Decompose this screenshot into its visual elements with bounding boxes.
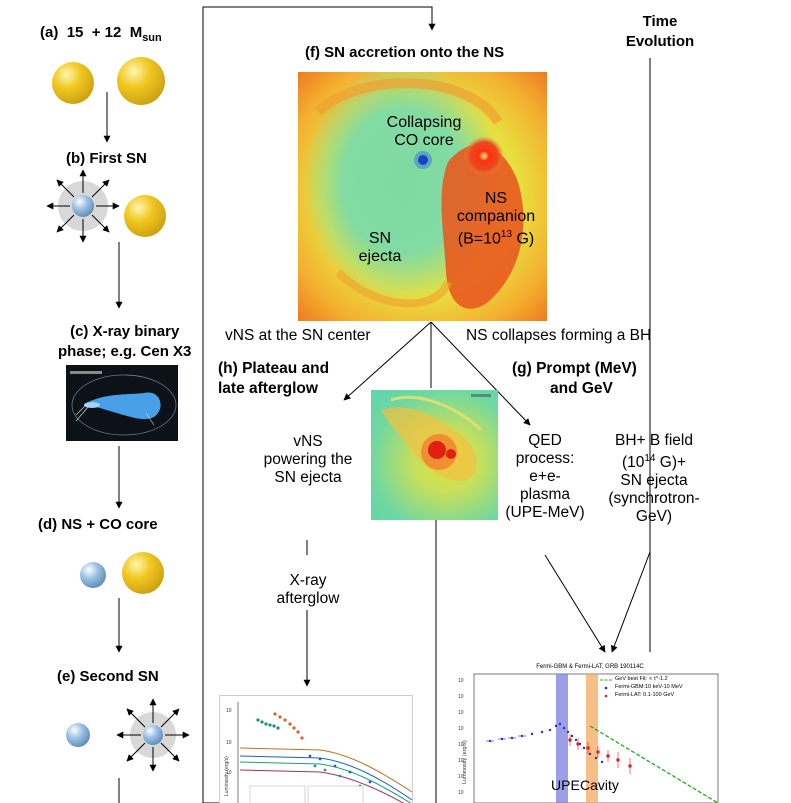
stage-a-label: (a) 15 + 12 Msun	[40, 24, 162, 44]
svg-text:10: 10	[458, 710, 464, 716]
neutron-star-e	[66, 723, 90, 747]
upe-band	[556, 674, 568, 803]
svg-text:10: 10	[226, 740, 232, 746]
cavity-label: Cavity	[580, 777, 619, 793]
sn-ejecta-label: SN ejecta	[358, 230, 402, 265]
svg-text:10: 10	[458, 694, 464, 700]
neutron-star-1	[72, 195, 94, 217]
explosion-arrows-1	[46, 169, 120, 243]
bh-formation-drawing	[381, 394, 491, 481]
grb-legend: GeV best Fit: ∝ t^-1.2 Fermi-GBM:10 keV-…	[615, 676, 683, 698]
svg-text:10: 10	[226, 708, 232, 714]
panel-f-title: (f) SN accretion onto the NS	[305, 44, 505, 61]
star-12msun	[117, 57, 165, 105]
afterglow-ylabel: Luminosity (erg/s)	[224, 756, 230, 796]
afterglow-plot: 10 10 10 Luminosity (erg/s)	[219, 695, 413, 803]
panel-g-title: (g) Prompt (MeV) and GeV	[512, 360, 637, 397]
star-15msun	[52, 62, 94, 104]
xray-binary-drawing	[70, 371, 177, 436]
stage-e-label: (e) Second SN	[57, 668, 159, 685]
explosion-arrows-2	[116, 698, 190, 772]
bh-formation-simulation	[371, 390, 498, 520]
svg-text:10: 10	[458, 790, 464, 796]
svg-text:10: 10	[458, 774, 464, 780]
svg-text:10: 10	[458, 726, 464, 732]
xray-binary-image	[66, 365, 178, 441]
co-core-label: Collapsing CO core	[386, 114, 462, 149]
vns-powering-label: vNS powering the SN ejecta	[263, 433, 353, 486]
neutron-star-2	[143, 725, 163, 745]
svg-text:10: 10	[458, 678, 464, 684]
branch-vns-label: vNS at the SN center	[225, 327, 371, 344]
stage-c-label: (c) X-ray binary phase; e.g. Cen X3	[58, 323, 192, 360]
stage-d-label: (d) NS + CO core	[38, 516, 158, 533]
ns-companion-label: NS companion (B=1013 G)	[456, 190, 536, 248]
svg-text:10: 10	[226, 770, 232, 776]
upe-label: UPE	[551, 777, 580, 793]
afterglow-plot-drawing: 10 10 10 Luminosity (erg/s)	[224, 702, 413, 803]
time-evolution-label: Time Evolution	[625, 13, 695, 50]
neutron-star-d	[80, 562, 106, 588]
sn-accretion-simulation: Collapsing CO core NS companion (B=1013 …	[298, 72, 547, 321]
co-core-d	[122, 552, 164, 594]
grb-ylabel: Luminosity (erg/s)	[462, 740, 468, 784]
cavity-band	[586, 674, 598, 803]
grb-plot-title: Fermi-GBM & Fermi-LAT, GRB 190114C	[536, 664, 644, 670]
xray-afterglow-label: X-ray afterglow	[276, 572, 340, 607]
grb-plot-drawing: 10 10 10 10 10 10 10 10 Luminosity (erg/s)	[458, 673, 719, 803]
svg-text:10: 10	[458, 742, 464, 748]
panel-h-title: (h) Plateau and late afterglow	[218, 360, 330, 397]
companion-star-b	[124, 195, 166, 237]
qed-process-label: QED process: e+e- plasma (UPE-MeV)	[505, 432, 585, 521]
accretion-structure	[314, 78, 524, 309]
branch-bh-label: NS collapses forming a BH	[466, 327, 652, 344]
stage-b-label: (b) First SN	[66, 150, 147, 167]
bh-bfield-label: BH+ B field (1014 G)+ SN ejecta (synchro…	[608, 432, 700, 526]
svg-text:10: 10	[458, 758, 464, 764]
